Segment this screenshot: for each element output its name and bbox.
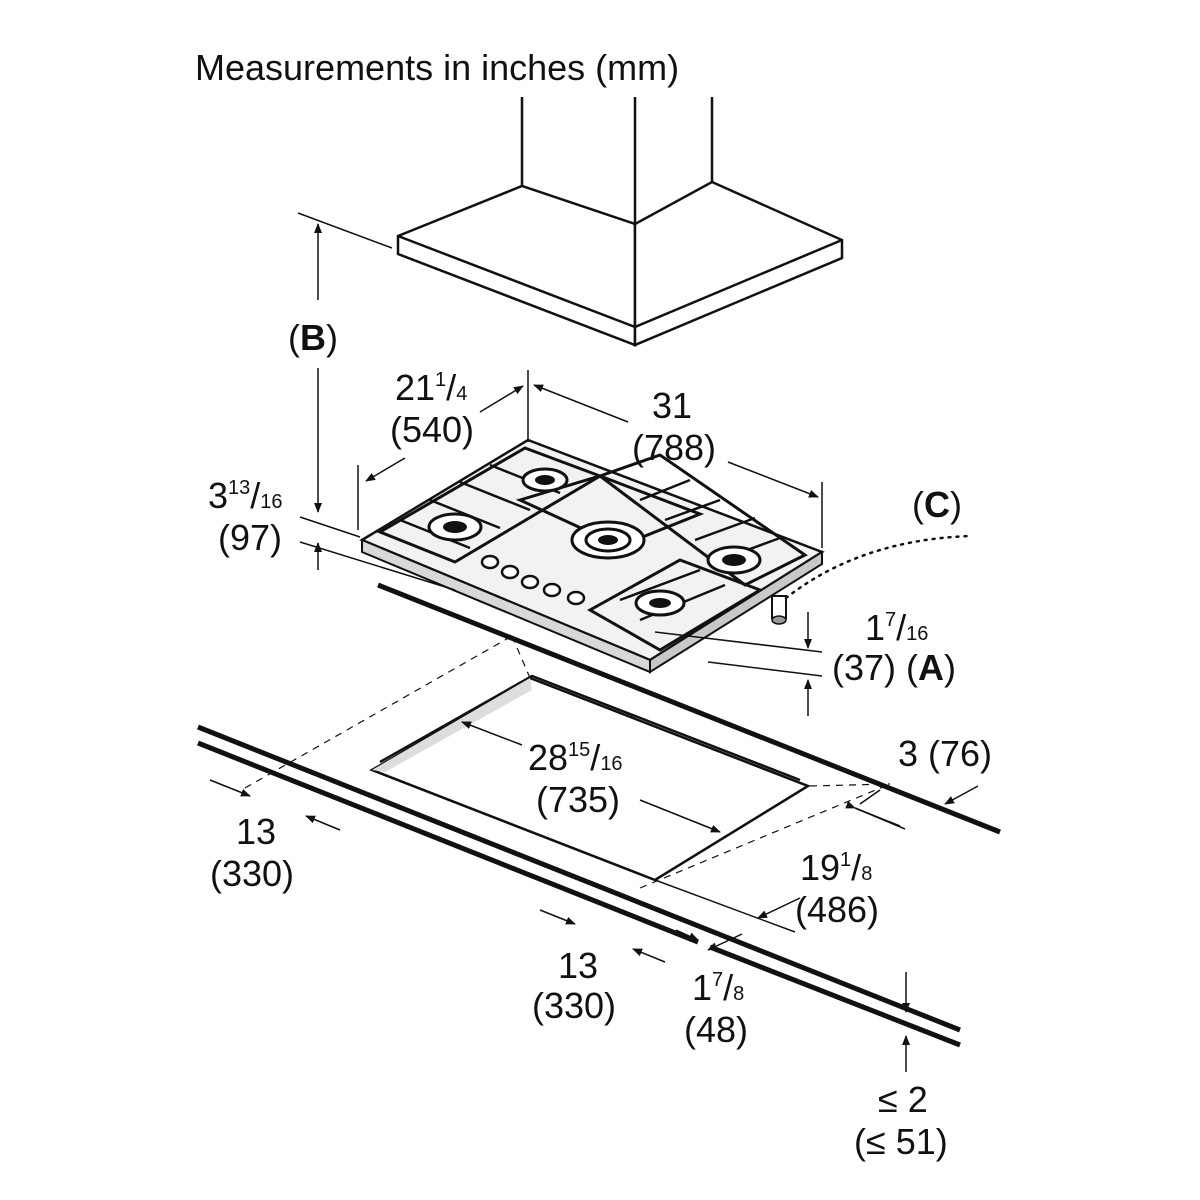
dimension-left-13: 13 (330) [209,779,341,894]
dimension-rear-clearance: 3 (76) [859,733,992,805]
label-width-mm: (788) [632,427,716,468]
dimension-depth: 211/4 (540) [357,367,529,530]
dimension-cutout-depth: 191/8 (486) [654,800,906,933]
label-thickness-inches: ≤ 2 [878,1079,928,1120]
gas-cooktop [359,438,825,674]
label-cutout-width-mm: (735) [536,779,620,820]
diagram-title: Measurements in inches (mm) [195,47,679,88]
label-cutout-width-inches: 2815/16 [528,737,623,778]
label-front-1-inches: 17/8 [692,967,744,1008]
dimension-front-1: 17/8 (48) [675,929,748,1050]
label-height-mm: (97) [218,517,282,558]
label-b: (B) [288,317,338,358]
label-height-inches: 313/16 [208,475,283,516]
label-a-inches: 17/16 [865,607,928,648]
dimension-c: (C) [784,484,972,600]
dimension-height-total: 313/16 (97) [208,475,456,591]
label-width-inches: 31 [652,385,692,426]
label-a-mm: (37) (A) [832,647,956,688]
label-cutout-depth-mm: (486) [795,889,879,930]
label-front-13-inches: 13 [558,945,598,986]
label-left-13-mm: (330) [210,853,294,894]
dimension-cutout-width: 2815/16 (735) [461,721,721,833]
label-c: (C) [912,484,962,525]
label-left-13-inches: 13 [236,811,276,852]
label-depth-mm: (540) [390,409,474,450]
range-hood [396,97,844,347]
label-thickness-mm: (≤ 51) [854,1121,948,1162]
dimension-width: 31 (788) [533,384,823,548]
label-front-1-mm: (48) [684,1009,748,1050]
label-depth-inches: 211/4 [395,367,467,408]
dimension-counter-thickness: ≤ 2 (≤ 51) [854,972,948,1162]
label-rear-clearance: 3 (76) [898,733,992,774]
label-cutout-depth-inches: 191/8 [800,847,872,888]
dimension-front-13: 13 (330) [532,909,666,1026]
dimension-a: 17/16 (37) (A) [654,607,956,716]
label-front-13-mm: (330) [532,985,616,1026]
dimension-b: (B) [288,212,393,513]
